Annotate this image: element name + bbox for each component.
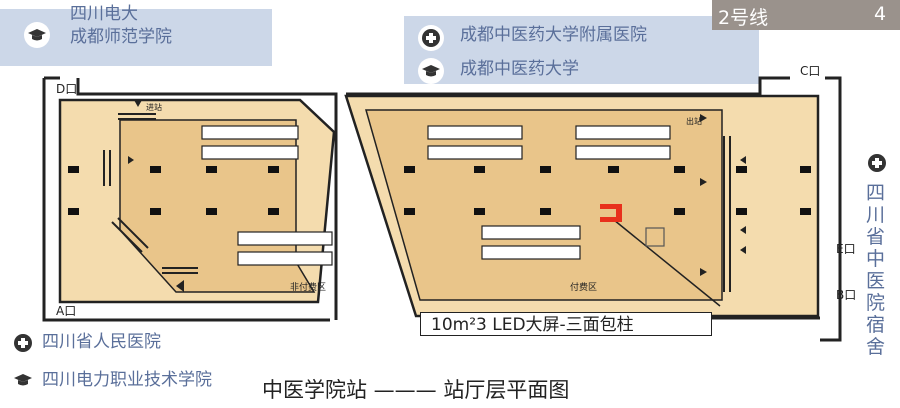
- direction-arrows: [128, 100, 746, 292]
- hospital-icon: [864, 150, 890, 176]
- outer-corridor: [346, 76, 842, 342]
- led-screen-marker: [600, 204, 622, 222]
- top-center-label-box: [404, 16, 759, 84]
- hospital-icon: [10, 330, 36, 356]
- exit-d-label: D口: [56, 82, 78, 96]
- line-badge: 2号线 4号: [712, 0, 900, 51]
- label-tcm-hospital-dorm: 四川省中医院宿舍: [866, 182, 886, 358]
- kiosk: [645, 227, 665, 247]
- label-tcm-university: 成都中医药大学: [460, 59, 579, 79]
- label-sichuan-tv-university: 四川电大: [70, 4, 138, 24]
- exit-gate-label: 出站: [686, 117, 702, 126]
- label-tcm-affiliated-hospital: 成都中医药大学附属医院: [460, 25, 647, 45]
- line-2-label: 2号线: [718, 7, 769, 29]
- led-pointer-line: [613, 219, 721, 307]
- gate-lines: [103, 113, 731, 292]
- exit-c-label: C口: [800, 64, 821, 78]
- exit-e-label: E口: [836, 242, 856, 256]
- exit-a-label: A口: [56, 304, 77, 318]
- label-sichuan-provincial-hospital: 四川省人民医院: [42, 332, 161, 352]
- graduation-cap-icon: [24, 22, 50, 48]
- exit-b-label: B口: [836, 288, 857, 302]
- paid-zone-label: 付费区: [570, 283, 598, 293]
- pillars: [68, 166, 811, 215]
- led-screen-label: 10m²3 LED大屏-三面包柱: [420, 312, 712, 336]
- graduation-cap-icon: [418, 58, 444, 84]
- map-title: 中医学院站 ——— 站厅层平面图: [262, 378, 570, 402]
- graduation-cap-icon: [10, 367, 36, 393]
- nonpaid-zone-label: 非付费区: [290, 283, 327, 293]
- label-chengdu-normal-university: 成都师范学院: [70, 27, 172, 47]
- escalators: [201, 125, 671, 266]
- line-4-label: 4号: [874, 3, 894, 51]
- hospital-icon: [418, 25, 444, 51]
- label-electric-power-college: 四川电力职业技术学院: [42, 370, 212, 390]
- outer-corridor: [42, 76, 338, 322]
- entry-gate-label: 进站: [146, 103, 162, 112]
